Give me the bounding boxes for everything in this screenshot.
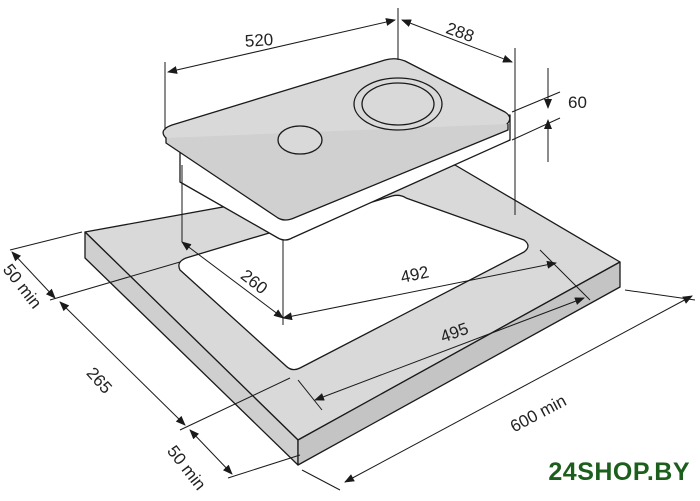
dim-worktop-width: 600 min	[507, 391, 569, 436]
large-burner-inner	[361, 82, 435, 126]
dim-side-depth: 265	[83, 364, 116, 398]
small-burner	[277, 125, 323, 155]
dim-back-margin: 50 min	[163, 442, 209, 494]
dim-hob-depth: 288	[444, 19, 477, 47]
dim-hob-height: 60	[568, 93, 587, 112]
hob	[162, 58, 511, 241]
dimension-lines	[9, 8, 696, 491]
shop-logo: 24SHOP.BY	[548, 458, 690, 486]
dim-hob-width: 520	[244, 30, 274, 51]
dim-front-margin: 50 min	[0, 260, 45, 312]
